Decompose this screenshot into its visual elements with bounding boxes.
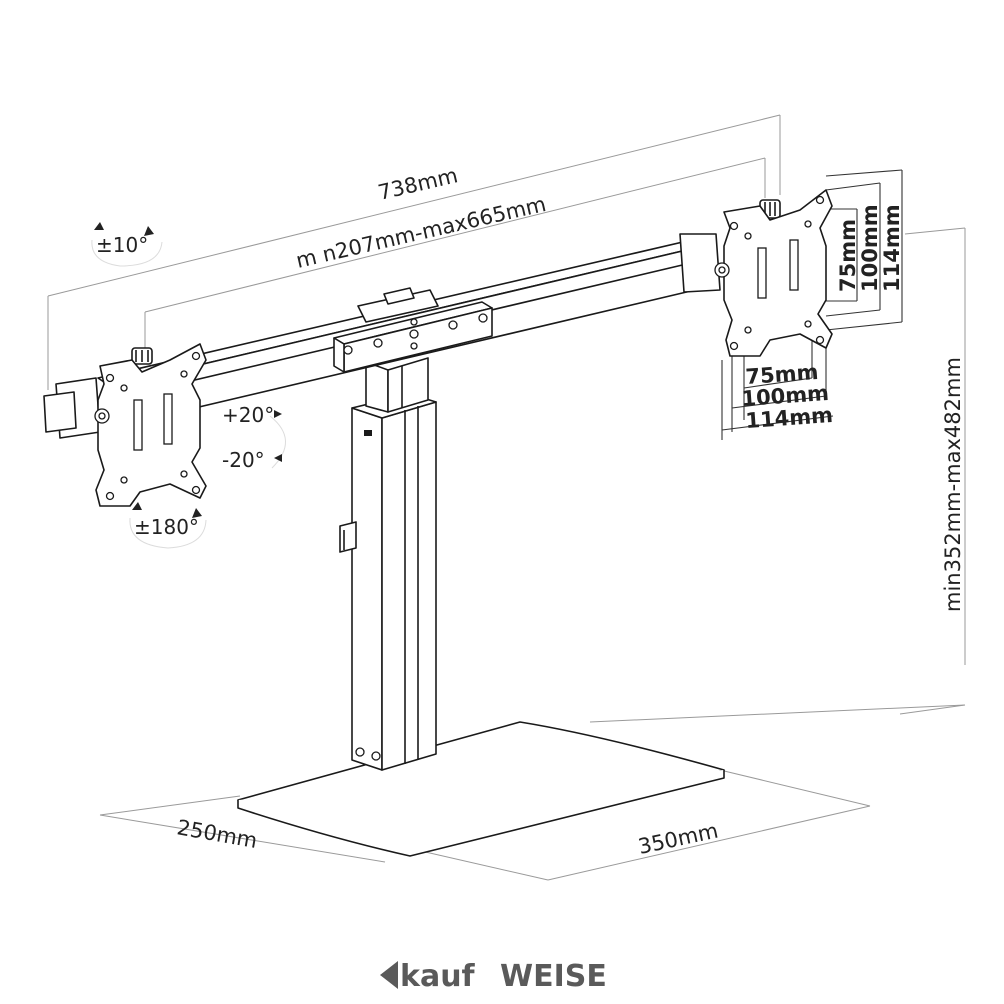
dimension-lines (47, 114, 966, 881)
vesa-h-114-label: 114mm (880, 204, 904, 292)
base-width-label: 350mm (636, 819, 720, 859)
tilt-up-label: +20° (222, 403, 274, 427)
vesa-h-75-label: 75mm (836, 219, 860, 292)
vesa-v-75-label: 75mm (745, 360, 819, 389)
swivel-label: ±10° (96, 233, 148, 257)
right-vesa-plate (679, 189, 833, 357)
rotation-label: ±180° (134, 515, 199, 539)
left-vesa-plate (43, 343, 207, 507)
logo-text-kauf: kauf (400, 959, 476, 994)
base-depth-label: 250mm (175, 815, 259, 853)
vesa-v-114-label: 114mm (745, 403, 834, 433)
brand-logo: kauf WEISE (380, 959, 607, 994)
column (339, 357, 437, 771)
logo-text-weise: WEISE (500, 959, 607, 994)
base-plate (237, 721, 725, 857)
height-range-label: min352mm-max482mm (941, 357, 965, 612)
angle-indicators (91, 222, 286, 549)
logo-arrow-icon (380, 961, 398, 989)
tilt-down-label: -20° (222, 448, 265, 472)
total-width-label: 738mm (376, 163, 460, 205)
vesa-h-100-label: 100mm (858, 204, 882, 292)
